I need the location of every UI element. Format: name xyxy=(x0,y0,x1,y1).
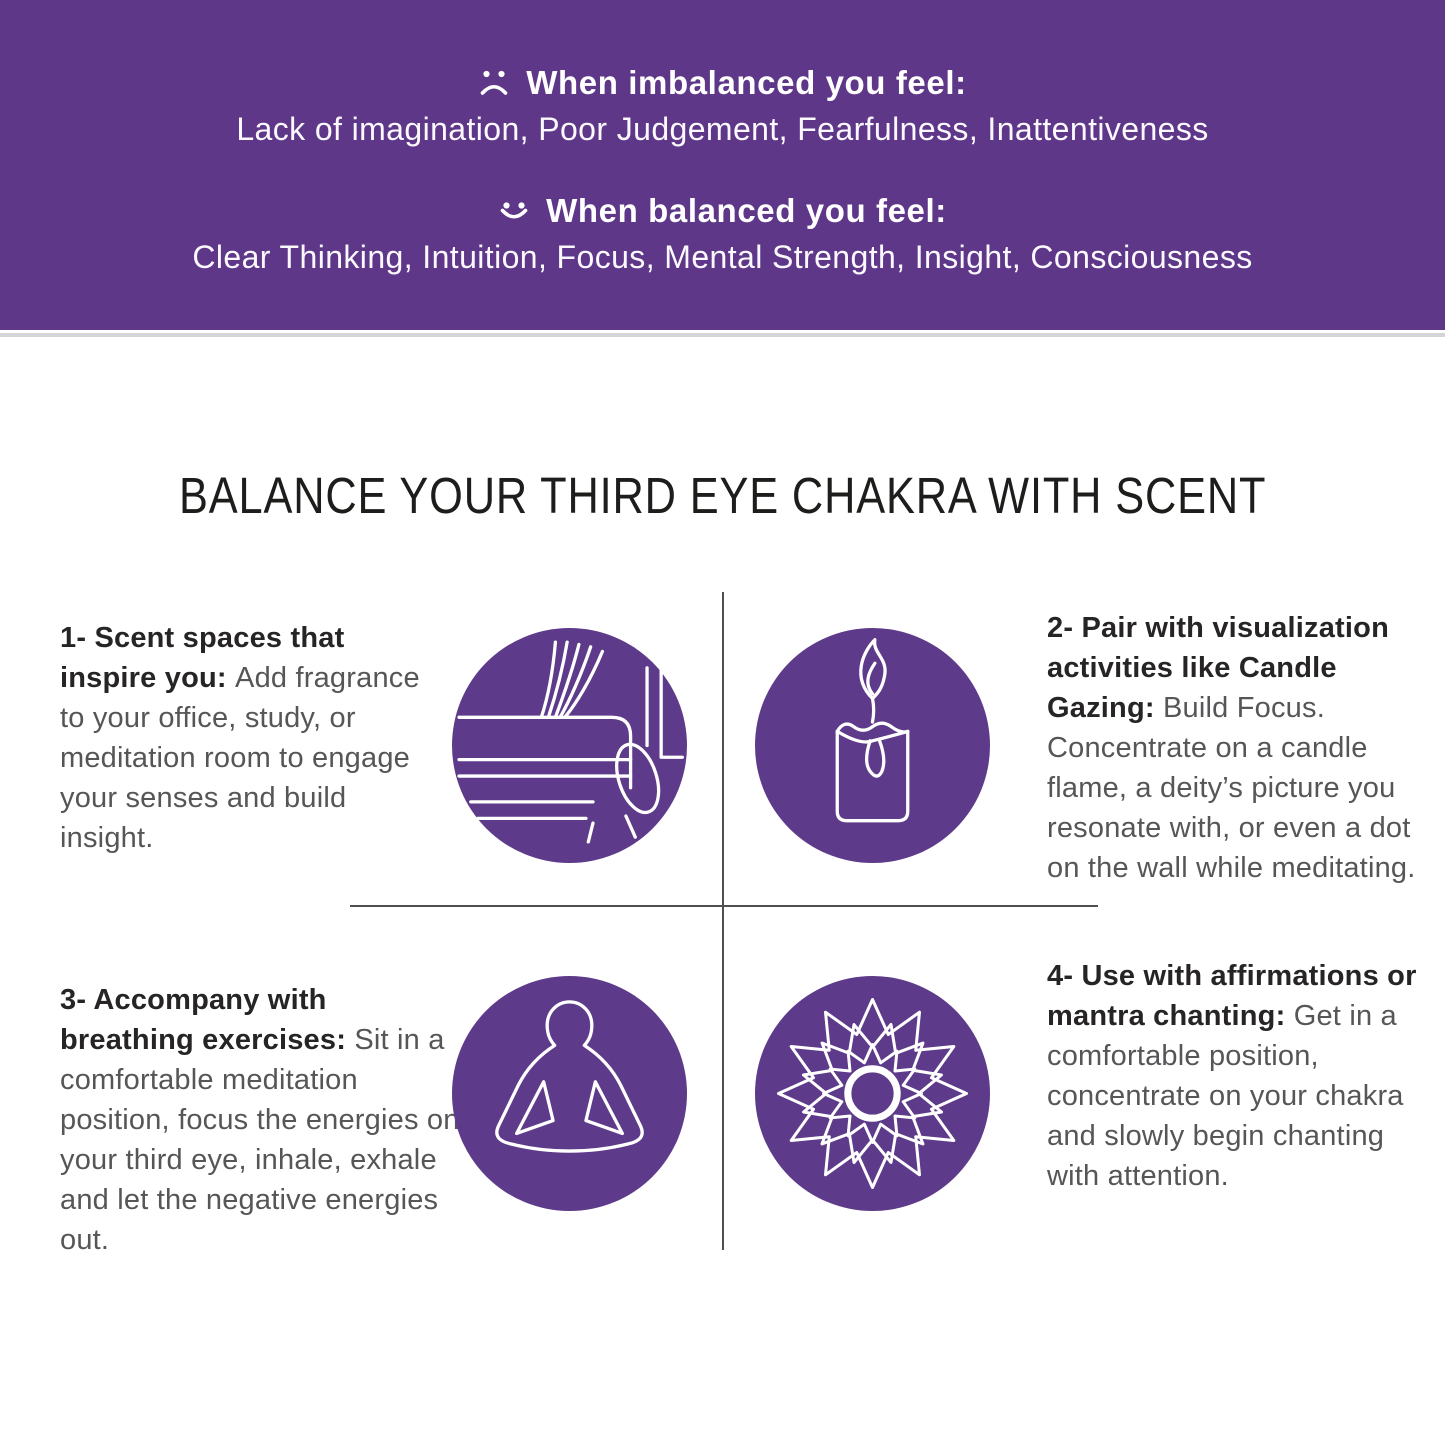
tip-1-text: 1- Scent spaces that inspire you:Add fra… xyxy=(60,618,432,858)
happy-face-icon xyxy=(500,202,528,219)
lotus-mandala-icon xyxy=(755,976,990,1211)
imbalanced-heading: When imbalanced you feel: xyxy=(526,64,967,101)
tip-4-text: 4- Use with affirmations or mantra chant… xyxy=(1047,956,1429,1196)
sofa-curtain-icon xyxy=(457,640,684,844)
tip-3-lead: 3- Accompany with breathing exercises: xyxy=(60,984,347,1056)
vertical-divider xyxy=(722,592,724,1250)
tip-2-bubble xyxy=(755,628,990,863)
candle-icon xyxy=(835,638,910,823)
tip-2-lead: 2- Pair with visualization activities li… xyxy=(1047,612,1389,724)
tip-3-text: 3- Accompany with breathing exercises:Si… xyxy=(60,980,460,1260)
imbalanced-heading-row: When imbalanced you feel: xyxy=(478,64,966,102)
tip-1-lead: 1- Scent spaces that inspire you: xyxy=(60,622,345,694)
tip-4-body: Get in a comfortable position, concentra… xyxy=(1047,1000,1404,1192)
tip-4-bubble xyxy=(755,976,990,1211)
meditation-pose-icon xyxy=(495,1000,644,1153)
tip-3-bubble xyxy=(452,976,687,1211)
tip-2-text: 2- Pair with visualization activities li… xyxy=(1047,608,1425,888)
tip-2-body: Build Focus. Concentrate on a candle fla… xyxy=(1047,692,1416,884)
hero-bottom-rule xyxy=(0,333,1445,337)
balanced-heading-row: When balanced you feel: xyxy=(498,192,947,230)
tip-3-body: Sit in a comfortable meditation position… xyxy=(60,1024,460,1256)
page-title-text: BALANCE YOUR THIRD EYE CHAKRA WITH SCENT xyxy=(178,467,1267,524)
tip-4-lead: 4- Use with affirmations or mantra chant… xyxy=(1047,960,1417,1032)
balanced-heading: When balanced you feel: xyxy=(546,192,947,229)
sad-face-icon xyxy=(480,70,508,95)
imbalanced-items: Lack of imagination, Poor Judgement, Fea… xyxy=(236,111,1209,147)
balanced-items: Clear Thinking, Intuition, Focus, Mental… xyxy=(192,239,1253,275)
tip-1-bubble xyxy=(452,628,687,863)
hero-section: When imbalanced you feel: Lack of imagin… xyxy=(0,0,1445,330)
tip-1-body: Add fragrance to your office, study, or … xyxy=(60,662,420,854)
horizontal-divider xyxy=(350,905,1098,907)
page-title: BALANCE YOUR THIRD EYE CHAKRA WITH SCENT xyxy=(0,466,1445,525)
